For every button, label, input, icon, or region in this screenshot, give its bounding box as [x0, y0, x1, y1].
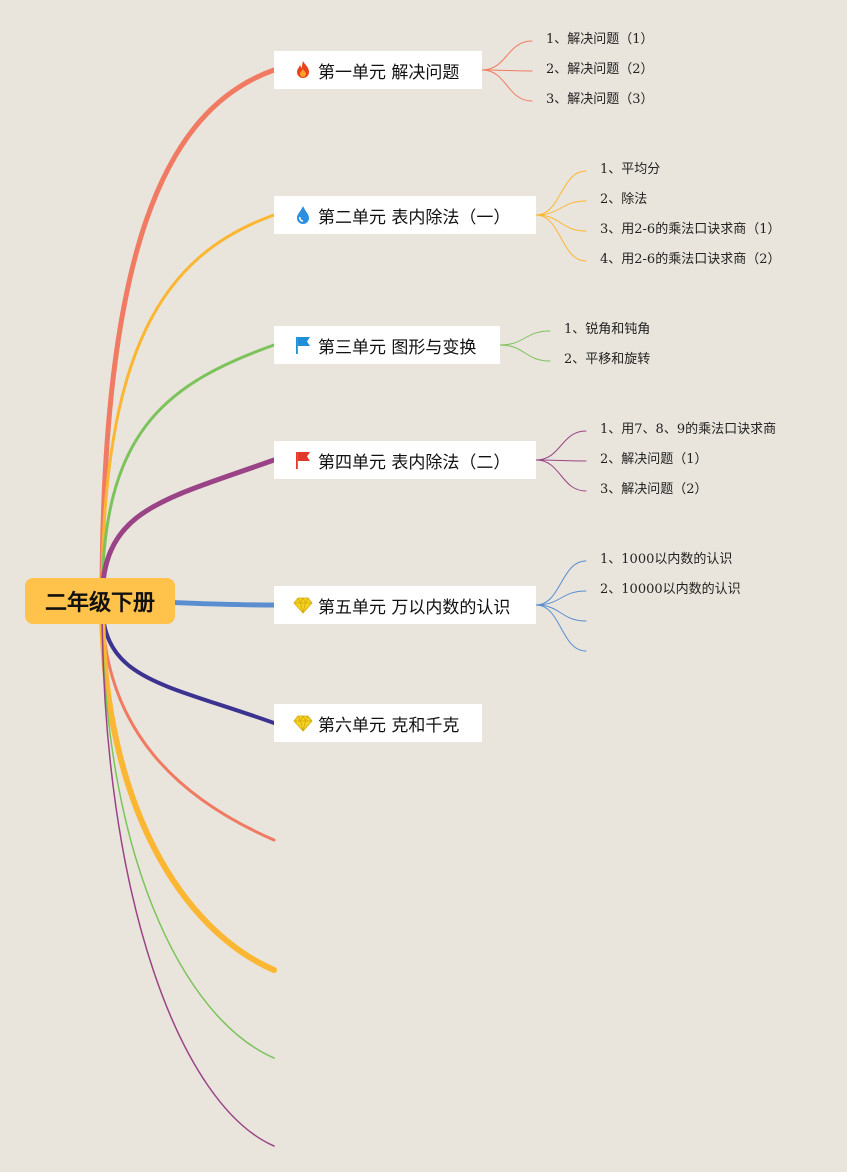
- branch-leaf-3-2: [499, 344, 551, 362]
- leaf-topic[interactable]: 1、锐角和钝角: [564, 322, 651, 337]
- unit-label: 第三单元 图形与变换: [318, 337, 477, 358]
- leaf-topic[interactable]: 2、平移和旋转: [564, 352, 651, 367]
- unit-node-5[interactable]: 第五单元 万以内数的认识: [274, 586, 536, 624]
- leaf-topic[interactable]: 3、解决问题（3）: [546, 92, 654, 107]
- leaf-topic[interactable]: 2、解决问题（2）: [546, 62, 654, 77]
- branch-leaf-2-3: [535, 214, 587, 232]
- leaf-topic[interactable]: 2、10000以内数的认识: [600, 582, 741, 597]
- branch-leaf-5-2: [535, 590, 587, 606]
- leaf-topic[interactable]: 2、除法: [600, 192, 648, 207]
- leaf-topic[interactable]: 2、解决问题（1）: [600, 452, 708, 467]
- branch-empty-4: [101, 600, 275, 1147]
- branch-empty-2: [99, 598, 277, 973]
- unit-node-4[interactable]: 第四单元 表内除法（二）: [274, 441, 536, 479]
- branch-leaf-4-2: [535, 459, 587, 462]
- branch-leaf-5-4: [535, 604, 587, 652]
- root-label: 二年级下册: [44, 591, 155, 616]
- unit-label: 第一单元 解决问题: [318, 62, 460, 83]
- unit-label: 第六单元 克和千克: [318, 715, 460, 736]
- fire-icon: [292, 59, 314, 81]
- branch-empty-1: [100, 599, 276, 842]
- unit-node-1[interactable]: 第一单元 解决问题: [274, 51, 482, 89]
- branch-leaf-3-1: [499, 330, 551, 346]
- branch-leaf-4-1: [535, 430, 587, 461]
- branch-unit-3: [100, 343, 276, 603]
- branch-leaf-5-1: [535, 560, 587, 606]
- diamond-icon: [292, 712, 314, 734]
- leaf-topic[interactable]: 1、用7、8、9的乘法口诀求商: [600, 422, 777, 437]
- leaf-topic[interactable]: 1、1000以内数的认识: [600, 552, 733, 567]
- branch-leaf-1-3: [481, 69, 533, 102]
- leaf-topic[interactable]: 4、用2-6的乘法口诀求商（2）: [600, 252, 781, 267]
- branch-unit-4: [99, 457, 277, 604]
- unit-label: 第二单元 表内除法（一）: [318, 207, 511, 228]
- unit-node-3[interactable]: 第三单元 图形与变换: [274, 326, 500, 364]
- red-flag-icon: [292, 449, 314, 471]
- unit-label: 第五单元 万以内数的认识: [318, 597, 511, 618]
- water-drop-icon: [292, 204, 314, 226]
- branch-leaf-4-3: [535, 459, 587, 492]
- root-node[interactable]: 二年级下册: [25, 578, 175, 624]
- branch-leaf-2-1: [535, 170, 587, 216]
- unit-label: 第四单元 表内除法（二）: [318, 452, 511, 473]
- branch-unit-2: [100, 213, 276, 603]
- leaf-topic[interactable]: 1、平均分: [600, 162, 661, 177]
- unit-node-2[interactable]: 第二单元 表内除法（一）: [274, 196, 536, 234]
- leaf-topic[interactable]: 3、解决问题（2）: [600, 482, 708, 497]
- diamond-icon: [292, 594, 314, 616]
- blue-flag-icon: [292, 334, 314, 356]
- branch-leaf-1-2: [481, 69, 533, 72]
- branch-empty-3: [101, 600, 275, 1059]
- leaf-topic[interactable]: 3、用2-6的乘法口诀求商（1）: [600, 222, 781, 237]
- branch-leaf-2-4: [535, 214, 587, 262]
- branch-leaf-1-1: [481, 40, 533, 71]
- branch-unit-1: [99, 67, 277, 604]
- unit-node-6[interactable]: 第六单元 克和千克: [274, 704, 482, 742]
- leaf-topic[interactable]: 1、解决问题（1）: [546, 32, 654, 47]
- branch-leaf-2-2: [535, 200, 587, 216]
- branch-leaf-5-3: [535, 604, 587, 622]
